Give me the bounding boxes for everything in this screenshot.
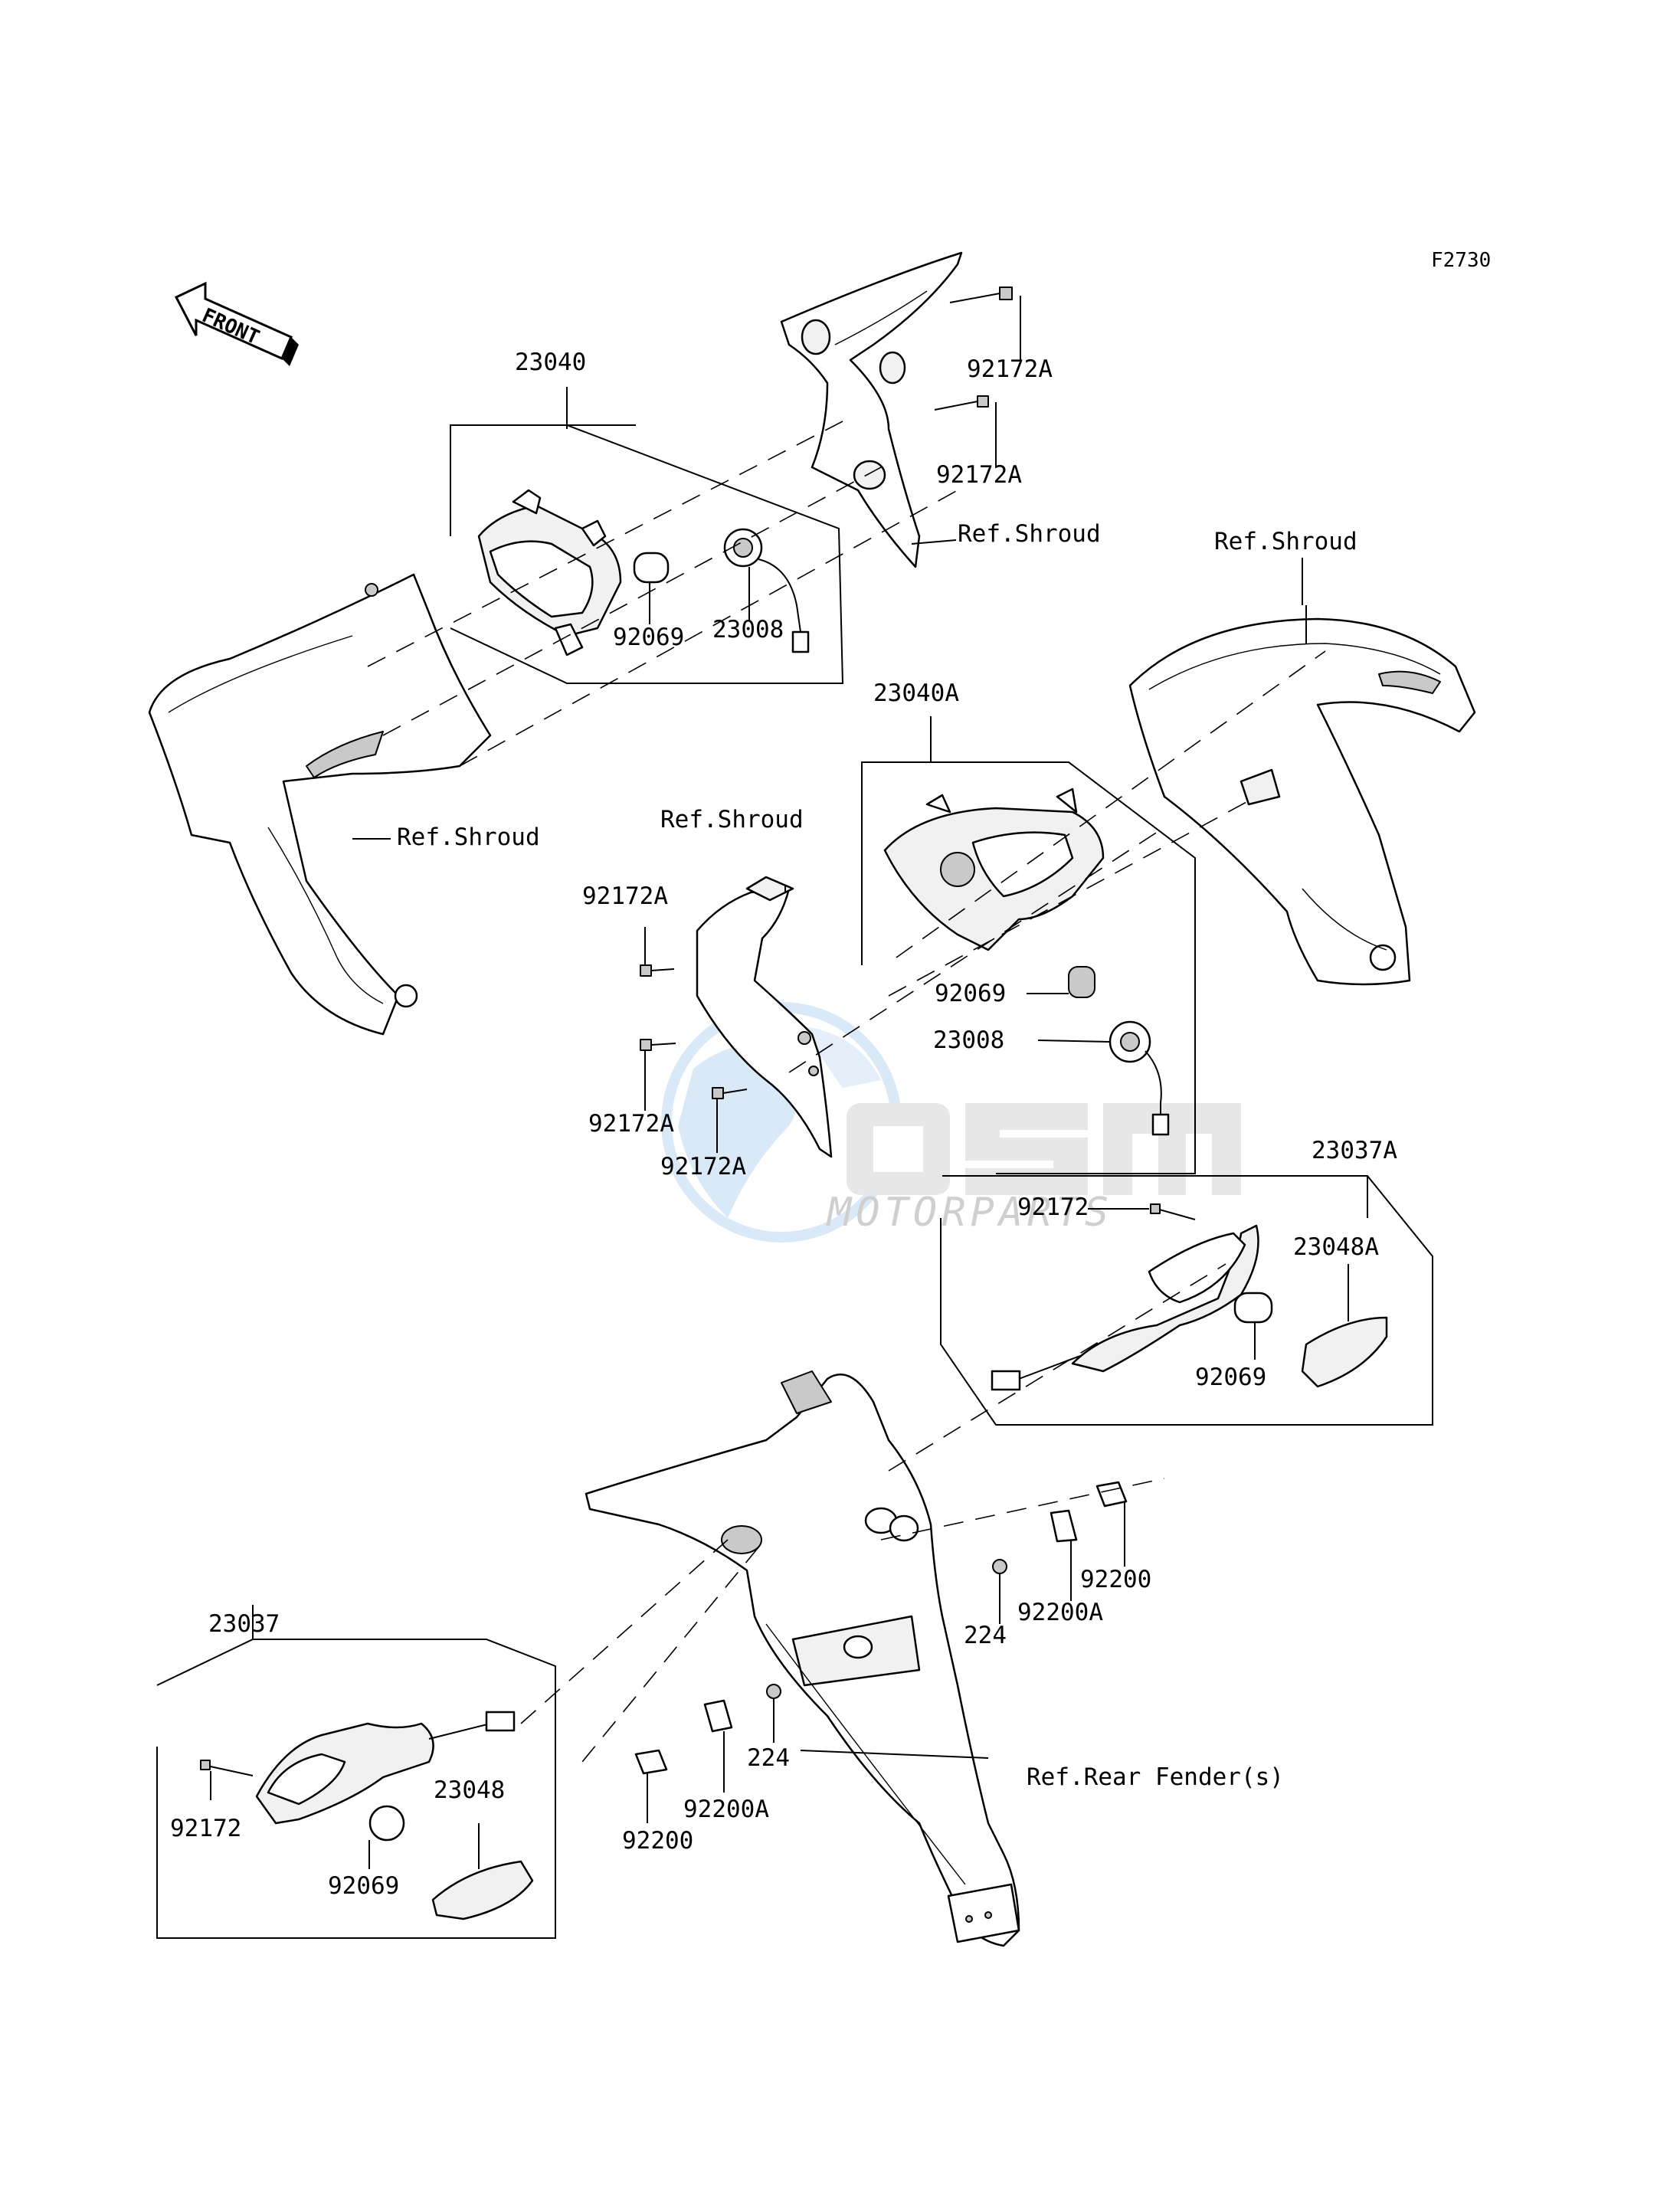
label-92172A-mid3: 92172A xyxy=(660,1153,746,1180)
label-92200-right: 92200 xyxy=(1080,1566,1151,1593)
label-23037: 23037 xyxy=(208,1610,280,1638)
screw-92172-left xyxy=(200,1760,254,1776)
label-23040: 23040 xyxy=(515,349,586,376)
front-arrow-icon: FRONT xyxy=(174,281,299,366)
bracket-23040A xyxy=(861,761,1196,1174)
label-92200A-right: 92200A xyxy=(1017,1599,1103,1626)
label-23048: 23048 xyxy=(434,1776,505,1804)
upper-shroud-bracket xyxy=(780,251,963,568)
right-shroud xyxy=(1128,617,1476,986)
rear-turn-light-left xyxy=(255,1711,516,1825)
plate-92200-left xyxy=(634,1684,781,1775)
lens-23048 xyxy=(431,1860,534,1920)
label-224-left: 224 xyxy=(747,1744,790,1772)
label-92172A-mid1: 92172A xyxy=(582,882,668,910)
label-92069-top: 92069 xyxy=(613,624,684,651)
bulb-92069-top xyxy=(633,552,670,584)
lens-23048A xyxy=(1301,1316,1388,1388)
rear-turn-light-right xyxy=(991,1224,1259,1391)
label-23008-top: 23008 xyxy=(712,616,784,643)
bulb-92069-right xyxy=(1233,1292,1273,1324)
socket-23008-middle xyxy=(1109,1020,1170,1136)
label-92069-middle: 92069 xyxy=(935,980,1006,1007)
screws-92172A-top xyxy=(934,286,1013,411)
left-shroud xyxy=(148,573,492,1036)
label-23048A: 23048A xyxy=(1293,1233,1379,1261)
osm-watermark-logo xyxy=(661,1002,1241,1243)
label-92172A-top2: 92172A xyxy=(936,461,1022,489)
label-ref-rear-fender: Ref.Rear Fender(s) xyxy=(1027,1763,1284,1791)
screws-92172A-middle xyxy=(640,964,748,1099)
watermark-tagline: MOTORPARTS xyxy=(826,1190,1113,1236)
label-92172-left: 92172 xyxy=(170,1815,241,1842)
plate-92200-right xyxy=(992,1481,1128,1574)
label-224-right: 224 xyxy=(964,1622,1007,1649)
front-turn-light-right xyxy=(883,787,1105,951)
label-92069-left: 92069 xyxy=(328,1872,399,1900)
middle-shroud-bracket xyxy=(696,876,833,1158)
bulb-92069-left xyxy=(368,1805,405,1842)
label-23037A: 23037A xyxy=(1312,1137,1397,1164)
label-ref-shroud-top: Ref.Shroud xyxy=(958,520,1101,548)
rear-fender xyxy=(585,1370,1020,1947)
label-92200A-left: 92200A xyxy=(683,1796,769,1823)
label-92069-right: 92069 xyxy=(1195,1364,1266,1391)
figure-code: F2730 xyxy=(1431,249,1491,272)
bracket-23040 xyxy=(450,424,636,536)
socket-23008-top xyxy=(723,528,810,653)
label-92172A-mid2: 92172A xyxy=(588,1110,674,1138)
bulb-92069-middle xyxy=(1068,966,1095,998)
label-ref-shroud-middle: Ref.Shroud xyxy=(660,806,804,833)
label-ref-shroud-left: Ref.Shroud xyxy=(397,823,540,851)
label-ref-shroud-right: Ref.Shroud xyxy=(1214,528,1357,555)
label-92172A-top1: 92172A xyxy=(967,355,1053,383)
label-23008-middle: 23008 xyxy=(933,1026,1004,1054)
screw-92172-right xyxy=(1150,1203,1196,1220)
label-92172-right: 92172 xyxy=(1017,1193,1089,1221)
bracket-23040-box xyxy=(450,424,844,684)
front-turn-light-left xyxy=(477,489,622,656)
label-23040A: 23040A xyxy=(873,679,959,707)
label-92200-left: 92200 xyxy=(622,1827,693,1855)
